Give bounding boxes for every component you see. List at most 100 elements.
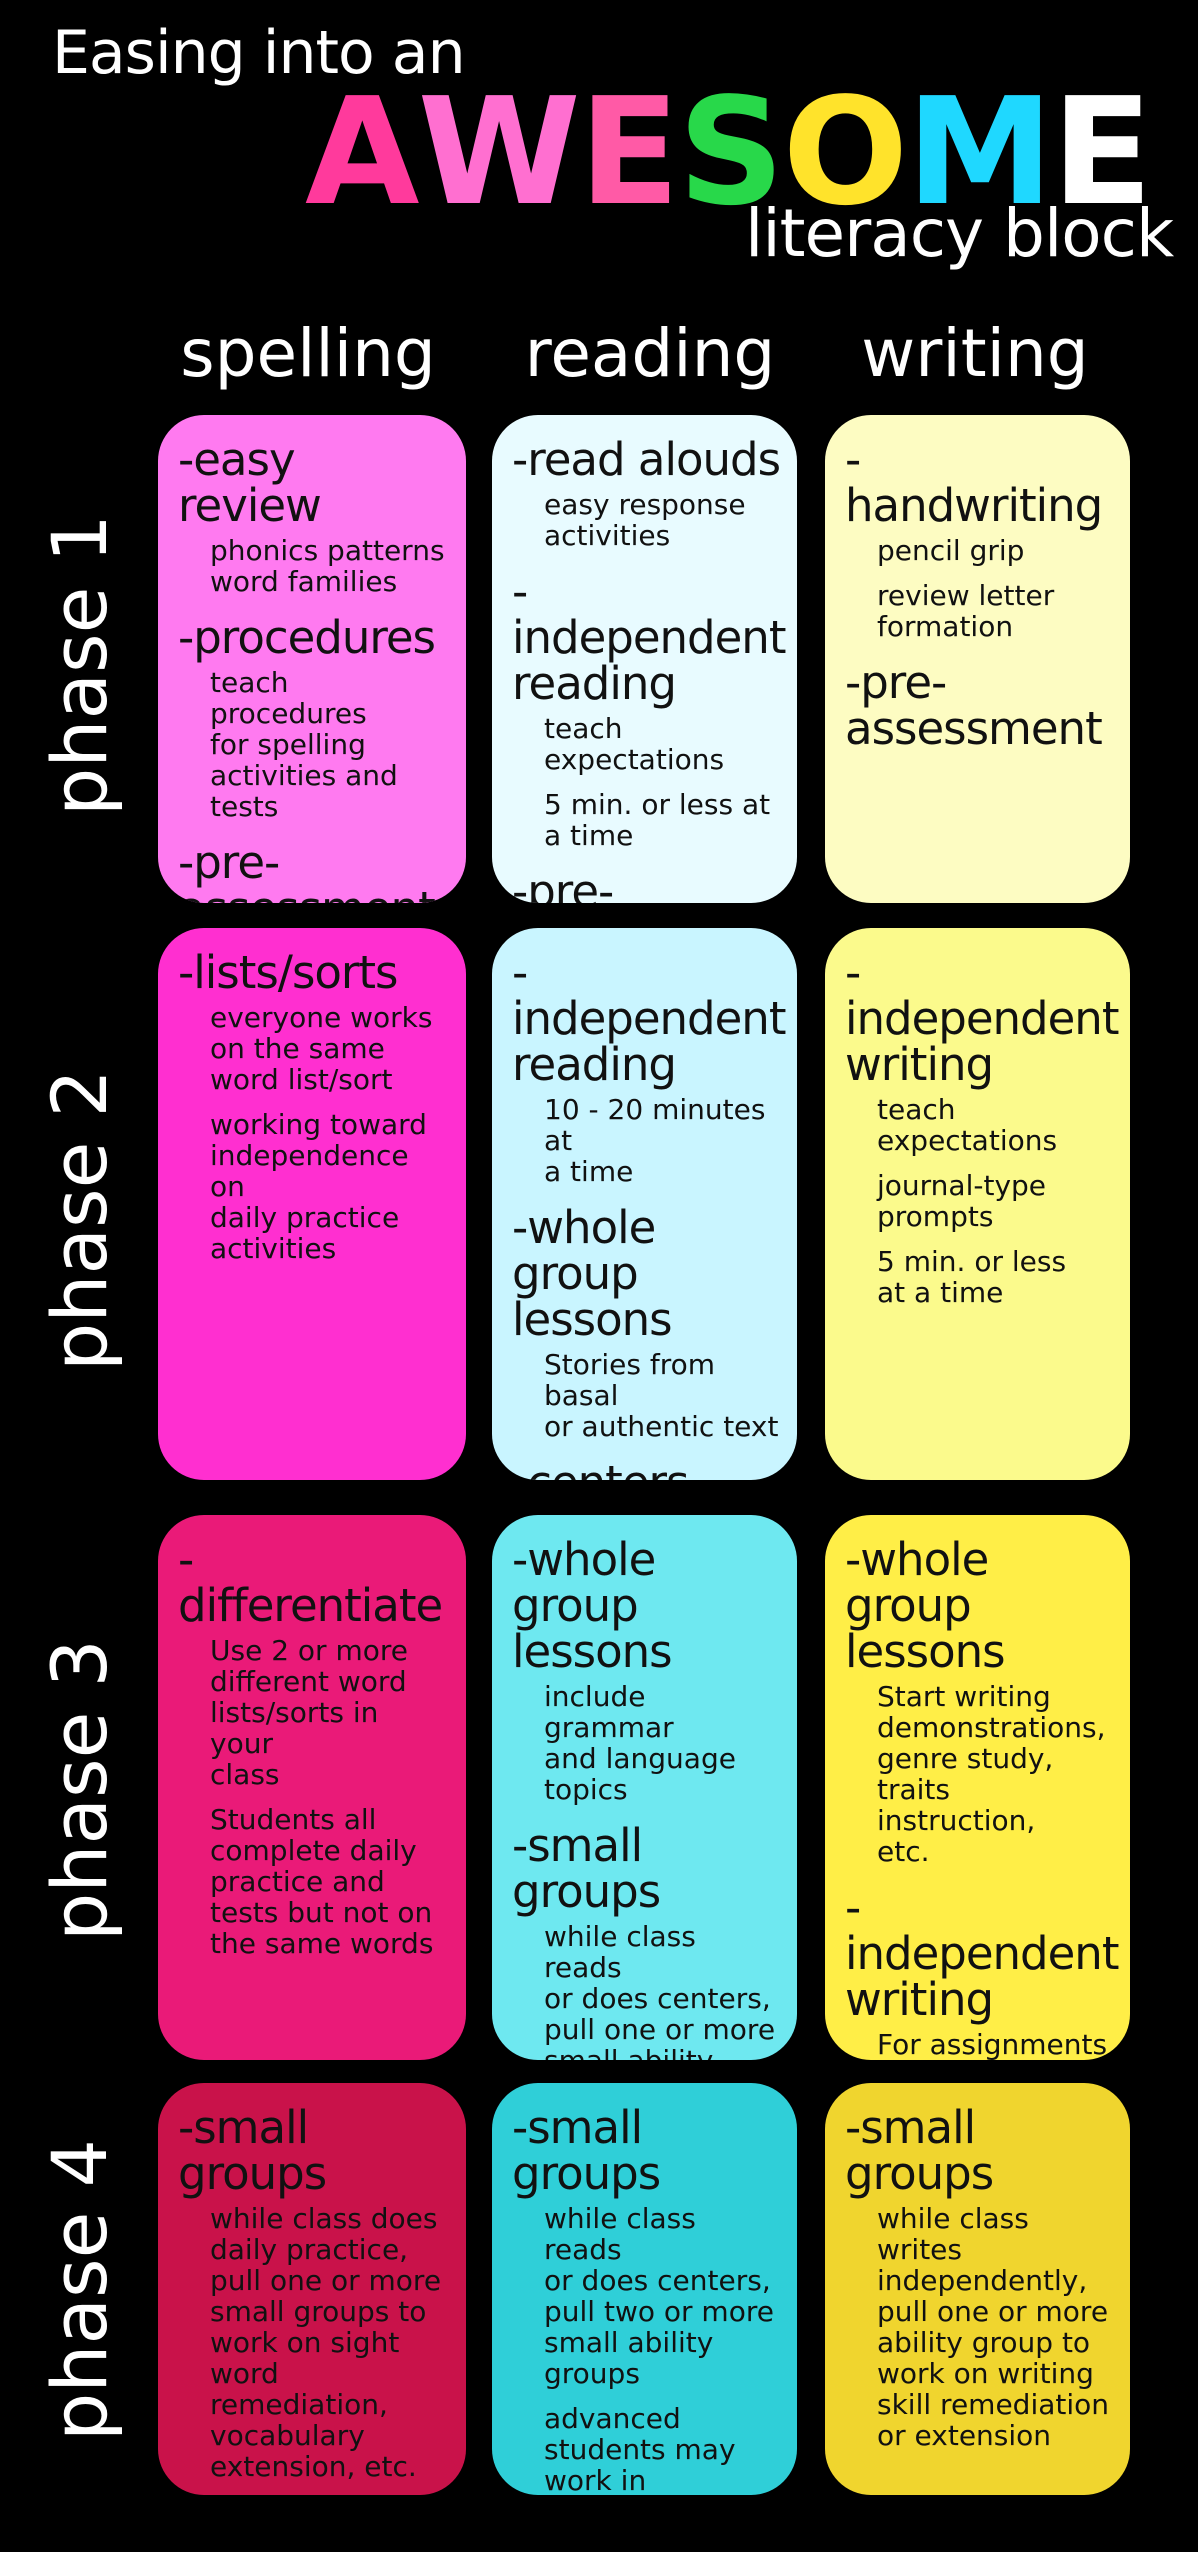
awesome-letter: O — [782, 66, 909, 238]
card-item-heading: -easy review — [178, 433, 322, 532]
row-label-phase-1: phase 1 — [35, 514, 124, 816]
card-item: -centerslearn one activityat a time as a… — [512, 1460, 781, 1481]
card-item-heading: -lists/sorts — [178, 946, 399, 999]
card-item-heading: -small groups — [178, 2101, 327, 2200]
awesome-letter: S — [677, 66, 785, 238]
header: Easing into an AWESOME literacy block — [0, 0, 1198, 300]
row-label-phase-2: phase 2 — [35, 1069, 124, 1371]
title-line-1: Easing into an — [52, 18, 466, 88]
card-item: -pre-assessment — [512, 865, 781, 904]
card-item-heading: -pre-assessment — [178, 836, 436, 904]
card-item: -pre-assessment — [178, 836, 450, 904]
row-label-phase-3: phase 3 — [35, 1639, 124, 1941]
awesome-letter: A — [305, 66, 420, 238]
column-header-reading: reading — [524, 315, 776, 392]
card-item-detail: For assignmentsor journal topics — [877, 2028, 1108, 2060]
card-item-heading: -small groups — [845, 2101, 994, 2200]
title-line-3: literacy block — [745, 195, 1174, 272]
card-item-detail: teach expectations — [544, 712, 725, 776]
card-item-heading: -pre-assessment — [845, 656, 1103, 755]
title-awesome: AWESOME — [305, 66, 1153, 238]
card-item-heading: -read alouds — [512, 433, 781, 486]
card-item-heading: -small groups — [512, 1819, 661, 1918]
card-item-details: For assignmentsor journal topics10 - 20 … — [845, 2029, 1114, 2060]
awesome-letter: E — [578, 66, 680, 238]
card-item-heading: -centers — [512, 1460, 781, 1481]
row-label-phase-4: phase 4 — [35, 2139, 124, 2441]
card-item-heading: -differentiate — [178, 1533, 443, 1632]
awesome-letter: W — [417, 66, 581, 238]
awesome-letter: M — [906, 66, 1053, 238]
card-item-heading: -handwriting — [845, 433, 1103, 532]
card-item-heading: -procedures — [178, 611, 436, 664]
card-item-detail: pencil grip — [877, 534, 1025, 567]
card-item-heading: -pre-assessment — [512, 865, 614, 904]
